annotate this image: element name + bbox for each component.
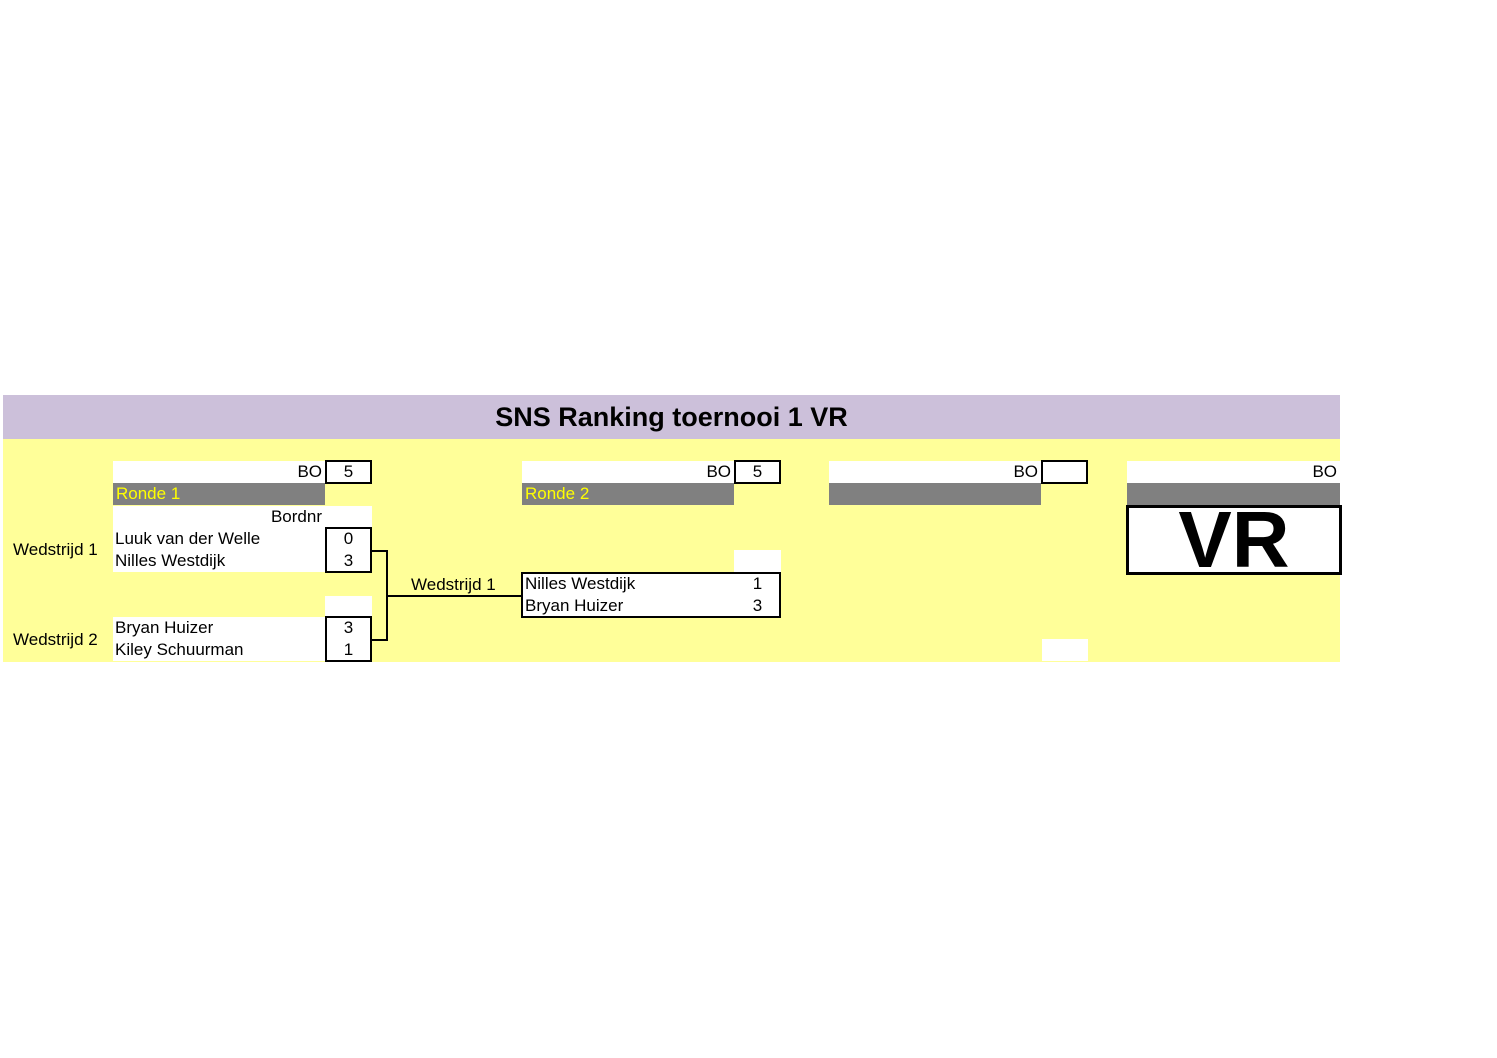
player-name-r2-m1-p1: Nilles Westdijk (525, 574, 636, 593)
bordnr-cell-r3[interactable] (1042, 639, 1088, 661)
match-label-r1-m2: Wedstrijd 2 (13, 630, 98, 649)
bordnr-label: Bordnr (113, 506, 325, 528)
bo-value-col2[interactable]: 5 (734, 460, 781, 484)
score-r1-m1-p1[interactable]: 0 (343, 529, 354, 548)
bo-label-col1: BO (113, 461, 325, 483)
bo-value-col1[interactable]: 5 (325, 460, 372, 484)
score-r1-m2-p1[interactable]: 3 (343, 618, 354, 637)
match-label-r1-m1: Wedstrijd 1 (13, 540, 98, 559)
page-title: SNS Ranking toernooi 1 VR (3, 395, 1340, 439)
bo-label-col2: BO (522, 461, 734, 483)
player-name-r1-m2-p2: Kiley Schuurman (113, 639, 325, 661)
bo-label-col4: BO (1127, 461, 1340, 483)
player-name-r2-m1-p2: Bryan Huizer (525, 596, 624, 615)
player-name-r1-m2-p1: Bryan Huizer (113, 617, 325, 639)
bracket-line-advance (386, 595, 522, 597)
bordnr-cell-match1[interactable] (325, 506, 372, 528)
player-name-r1-m1-p2: Nilles Westdijk (113, 550, 325, 572)
round-label-col1: Ronde 1 (113, 483, 325, 505)
bracket-line-top (372, 550, 387, 552)
round-label-col3 (829, 483, 1041, 505)
match-label-r2-m1: Wedstrijd 1 (411, 575, 496, 594)
round-label-col2: Ronde 2 (522, 483, 734, 505)
bordnr-cell-r2-match1[interactable] (734, 550, 781, 572)
score-box-r1-m1 (325, 527, 372, 573)
bo-label-col3: BO (829, 461, 1041, 483)
bordnr-cell-match2[interactable] (325, 596, 372, 618)
round-label-col4 (1127, 483, 1340, 505)
bo-value-col3[interactable] (1041, 460, 1088, 484)
bracket-line-bottom (372, 639, 387, 641)
score-r1-m1-p2[interactable]: 3 (343, 551, 354, 570)
player-name-r1-m1-p1: Luuk van der Welle (113, 528, 325, 550)
vr-badge: VR (1126, 500, 1342, 580)
score-box-r2-m1 (521, 572, 781, 618)
score-r2-m1-p1[interactable]: 1 (752, 574, 763, 593)
score-r1-m2-p2[interactable]: 1 (343, 640, 354, 659)
score-r2-m1-p2[interactable]: 3 (752, 596, 763, 615)
score-box-r1-m2 (325, 616, 372, 662)
